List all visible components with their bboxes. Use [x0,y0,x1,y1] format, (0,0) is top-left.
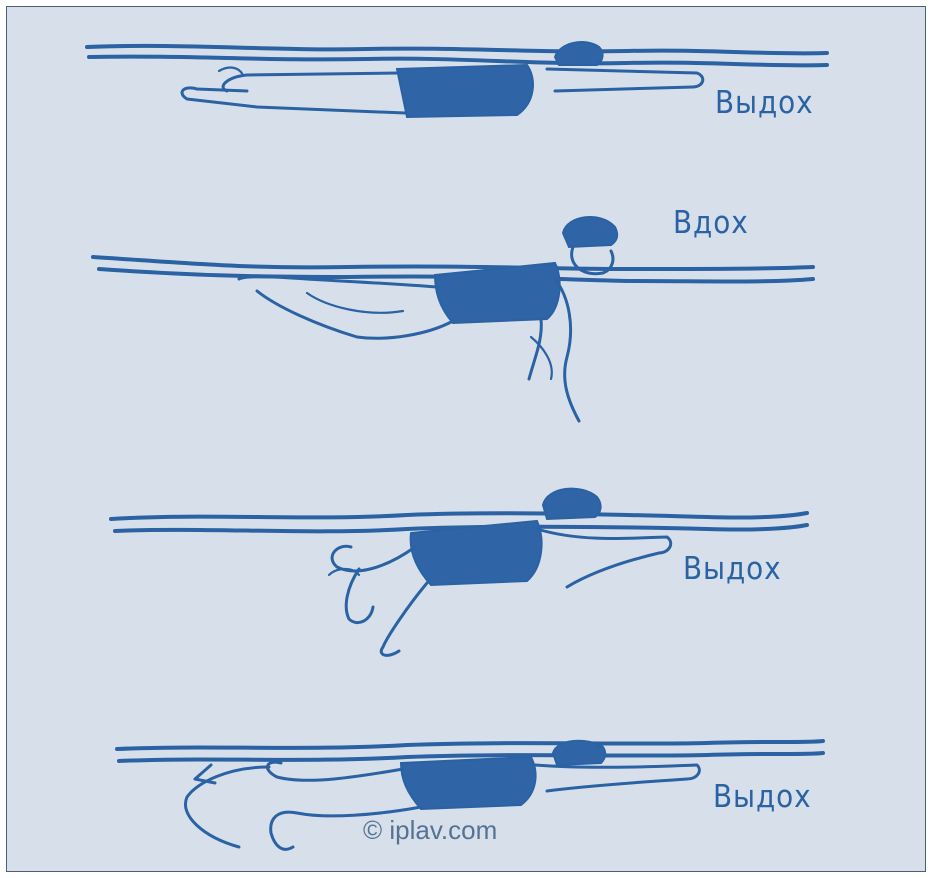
phase-label-2: Вдох [673,205,749,241]
phase-label-4: Выдох [713,779,812,815]
water-line-1 [87,46,827,54]
water-line-4 [117,741,823,749]
swimming-diagram [7,7,925,871]
water-line-3 [111,513,807,519]
phase-label-3: Выдох [683,551,782,587]
illustration-frame: Выдох Вдох Выдох Выдох © iplav.com [6,6,926,872]
watermark: © iplav.com [363,815,497,846]
phase-label-1: Выдох [715,85,814,121]
water-line-2 [93,257,813,269]
swimmer-figure-2 [93,217,813,421]
water-line-1b [89,57,827,66]
